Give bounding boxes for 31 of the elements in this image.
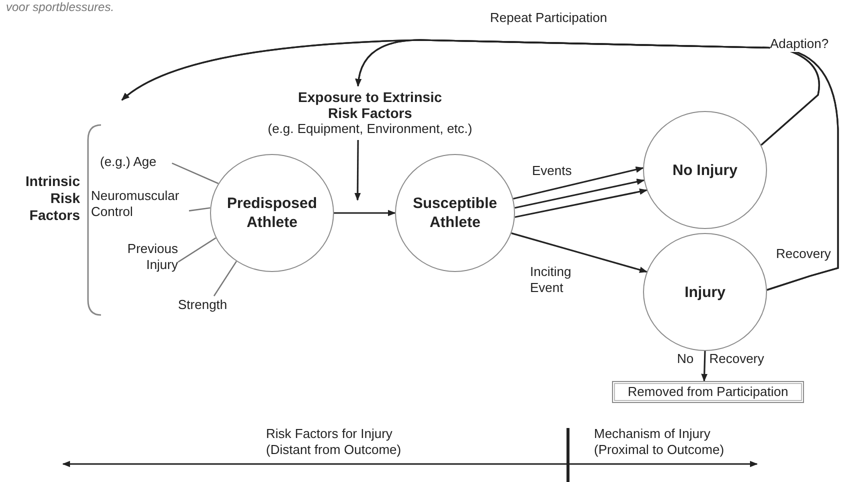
- axis-label: Risk Factors for Injury (Distant from Outcome): [266, 426, 402, 458]
- text-label: (e.g.) Age: [100, 153, 172, 170]
- caption: voor sportblessures.: [6, 0, 114, 14]
- repeat-label: Repeat Participation: [490, 10, 608, 26]
- arrow: [514, 188, 648, 218]
- subtext: (e.g. Equipment, Environment, etc.): [268, 121, 472, 137]
- state-circle: No Injury: [643, 111, 767, 229]
- connector-line: [172, 162, 219, 184]
- arrow: [511, 232, 648, 273]
- text-label: Neuromuscular Control: [91, 187, 189, 221]
- connector-line: [188, 207, 210, 212]
- text-label: Previous Injury: [110, 240, 178, 274]
- state-circle: Injury: [643, 233, 767, 351]
- arrow: [514, 178, 645, 209]
- state-circle: Predisposed Athlete: [210, 154, 334, 272]
- arrow: [356, 39, 839, 291]
- text-label: Intrinsic Risk Factors: [12, 168, 80, 228]
- arrow: [513, 166, 644, 200]
- edge-label: Recovery: [776, 246, 831, 262]
- outcome-box: Removed from Participation: [612, 381, 804, 403]
- state-circle: Susceptible Athlete: [395, 154, 515, 272]
- connector-line: [178, 237, 216, 263]
- connector-line: [213, 260, 237, 296]
- axis-label: Mechanism of Injury (Proximal to Outcome): [594, 426, 726, 458]
- arrow: [701, 350, 708, 382]
- arrow: [334, 210, 396, 216]
- arrow: [354, 140, 361, 201]
- heading: Exposure to Extrinsic Risk Factors: [297, 89, 443, 121]
- edge-label: No Recovery: [677, 351, 764, 367]
- text-label: Strength: [178, 296, 238, 313]
- edge-label: Adaption?: [770, 36, 829, 52]
